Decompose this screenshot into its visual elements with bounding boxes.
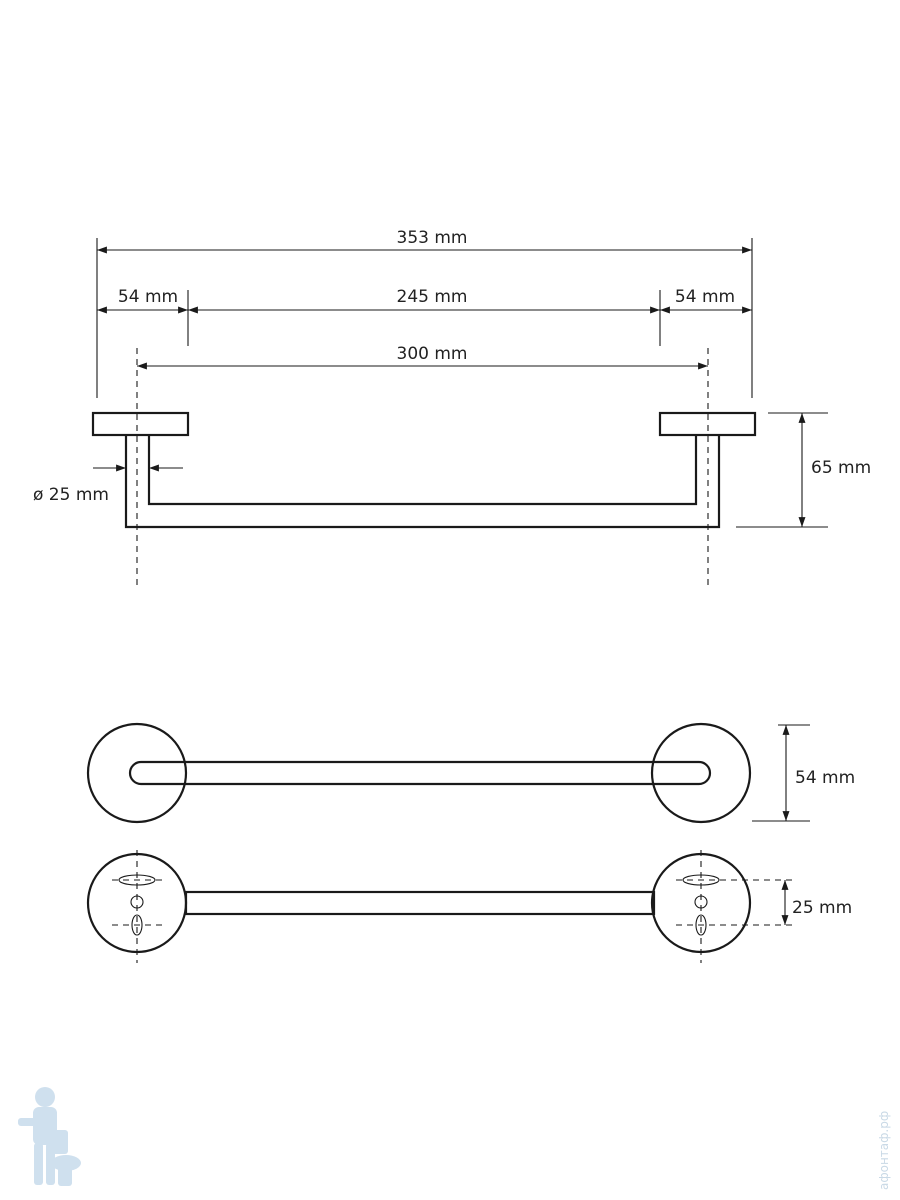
label-tube-diameter: ø 25 mm [33,485,109,505]
label-center-span: 245 mm [397,287,468,307]
tube-side [124,435,721,529]
label-projection: 65 mm [811,458,871,478]
label-right-flange: 54 mm [675,287,735,307]
watermark-text: афонтаф.рф [877,1111,891,1190]
label-mount-spacing: 300 mm [397,344,468,364]
right-mounting-holes [676,850,796,963]
label-flange-diameter: 54 mm [795,768,855,788]
left-flange-top [86,722,188,824]
top-view: 54 mm [86,722,855,824]
left-flange-side [91,411,190,437]
side-view: 353 mm 54 mm 245 mm 54 mm 300 mm 65 mm ø… [33,228,871,588]
back-view: 25 mm [86,850,852,963]
left-flange-back [86,852,188,954]
label-hole-spacing: 25 mm [792,898,852,918]
tube-top [128,760,712,786]
right-flange-back [650,852,752,954]
right-flange-top [650,722,752,824]
left-mounting-holes [112,850,166,963]
plumber-icon [18,1087,81,1186]
right-flange-side [658,411,757,437]
label-overall-width: 353 mm [397,228,468,248]
tube-back [184,890,656,916]
label-left-flange: 54 mm [118,287,178,307]
